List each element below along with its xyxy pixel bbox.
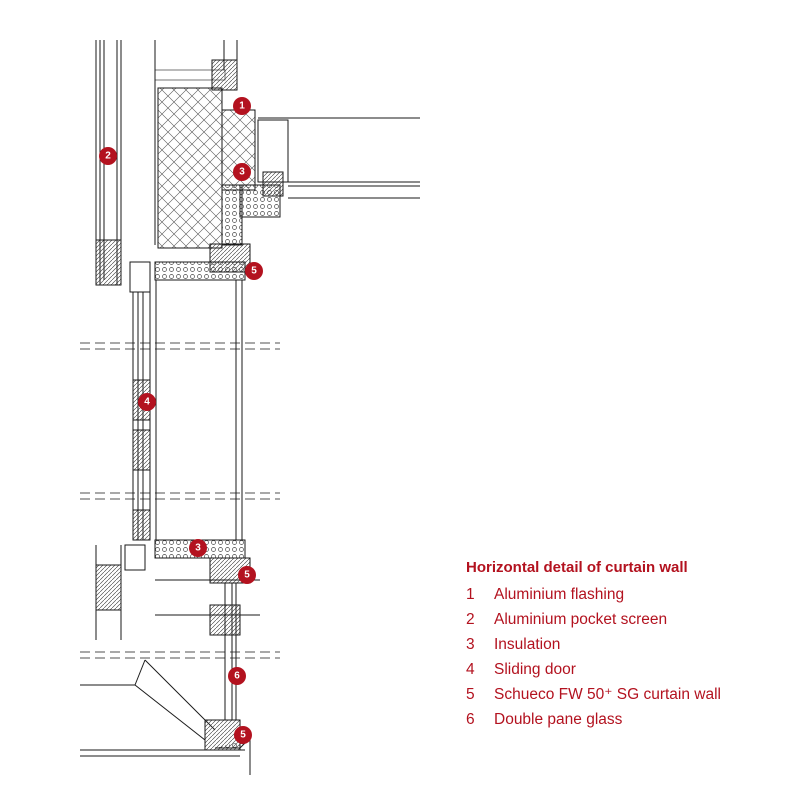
marker-4: 4 [138, 393, 156, 411]
curtain-wall-mullions [155, 557, 260, 720]
svg-text:5: 5 [240, 730, 246, 741]
legend-item-number: 2 [466, 611, 475, 628]
svg-text:5: 5 [251, 266, 257, 277]
svg-text:3: 3 [195, 543, 201, 554]
svg-text:4: 4 [144, 397, 150, 408]
legend-item-label: Double pane glass [494, 711, 623, 728]
svg-text:6: 6 [234, 671, 240, 682]
legend-item-label: Insulation [494, 636, 561, 653]
svg-text:2: 2 [105, 151, 111, 162]
legend-item: 6 Double pane glass [466, 707, 721, 732]
legend-item-number: 1 [466, 586, 475, 603]
legend-item: 1 Aluminium flashing [466, 582, 721, 607]
wall-base-slab [154, 261, 246, 281]
marker-5: 5 [245, 262, 263, 280]
svg-text:3: 3 [239, 167, 245, 178]
legend-item-number: 5 [466, 686, 475, 703]
lower-screen [95, 544, 146, 640]
legend-item-number: 3 [466, 636, 475, 653]
marker-5: 5 [234, 726, 252, 744]
marker-6: 6 [228, 667, 246, 685]
legend-item-number: 6 [466, 711, 475, 728]
legend-item-label: Aluminium pocket screen [494, 611, 668, 628]
wall-insulation-block [154, 40, 420, 273]
pocket-screen [95, 40, 122, 286]
legend-item: 5 Schueco FW 50⁺ SG curtain wall [466, 682, 721, 707]
callout-markers: 1 2 3 5 4 3 5 6 5 [99, 97, 263, 744]
drawing-linework [80, 40, 420, 775]
legend-item-number: 4 [466, 661, 475, 678]
marker-2: 2 [99, 147, 117, 165]
svg-text:5: 5 [244, 570, 250, 581]
legend-item-label: Sliding door [494, 661, 576, 678]
marker-5: 5 [238, 566, 256, 584]
legend-item-label: Schueco FW 50⁺ SG curtain wall [494, 686, 721, 703]
angled-corner [80, 659, 251, 775]
break-lines [80, 342, 280, 659]
marker-1: 1 [233, 97, 251, 115]
marker-3: 3 [233, 163, 251, 181]
legend-list: 1 Aluminium flashing 2 Aluminium pocket sc… [466, 582, 721, 732]
legend-item-label: Aluminium flashing [494, 586, 625, 603]
svg-text:1: 1 [239, 101, 245, 112]
legend-item: 4 Sliding door [466, 657, 721, 682]
legend-title: Horizontal detail of curtain wall [466, 559, 688, 576]
marker-3: 3 [189, 539, 207, 557]
legend-item: 2 Aluminium pocket screen [466, 607, 721, 632]
legend-item: 3 Insulation [466, 632, 721, 657]
